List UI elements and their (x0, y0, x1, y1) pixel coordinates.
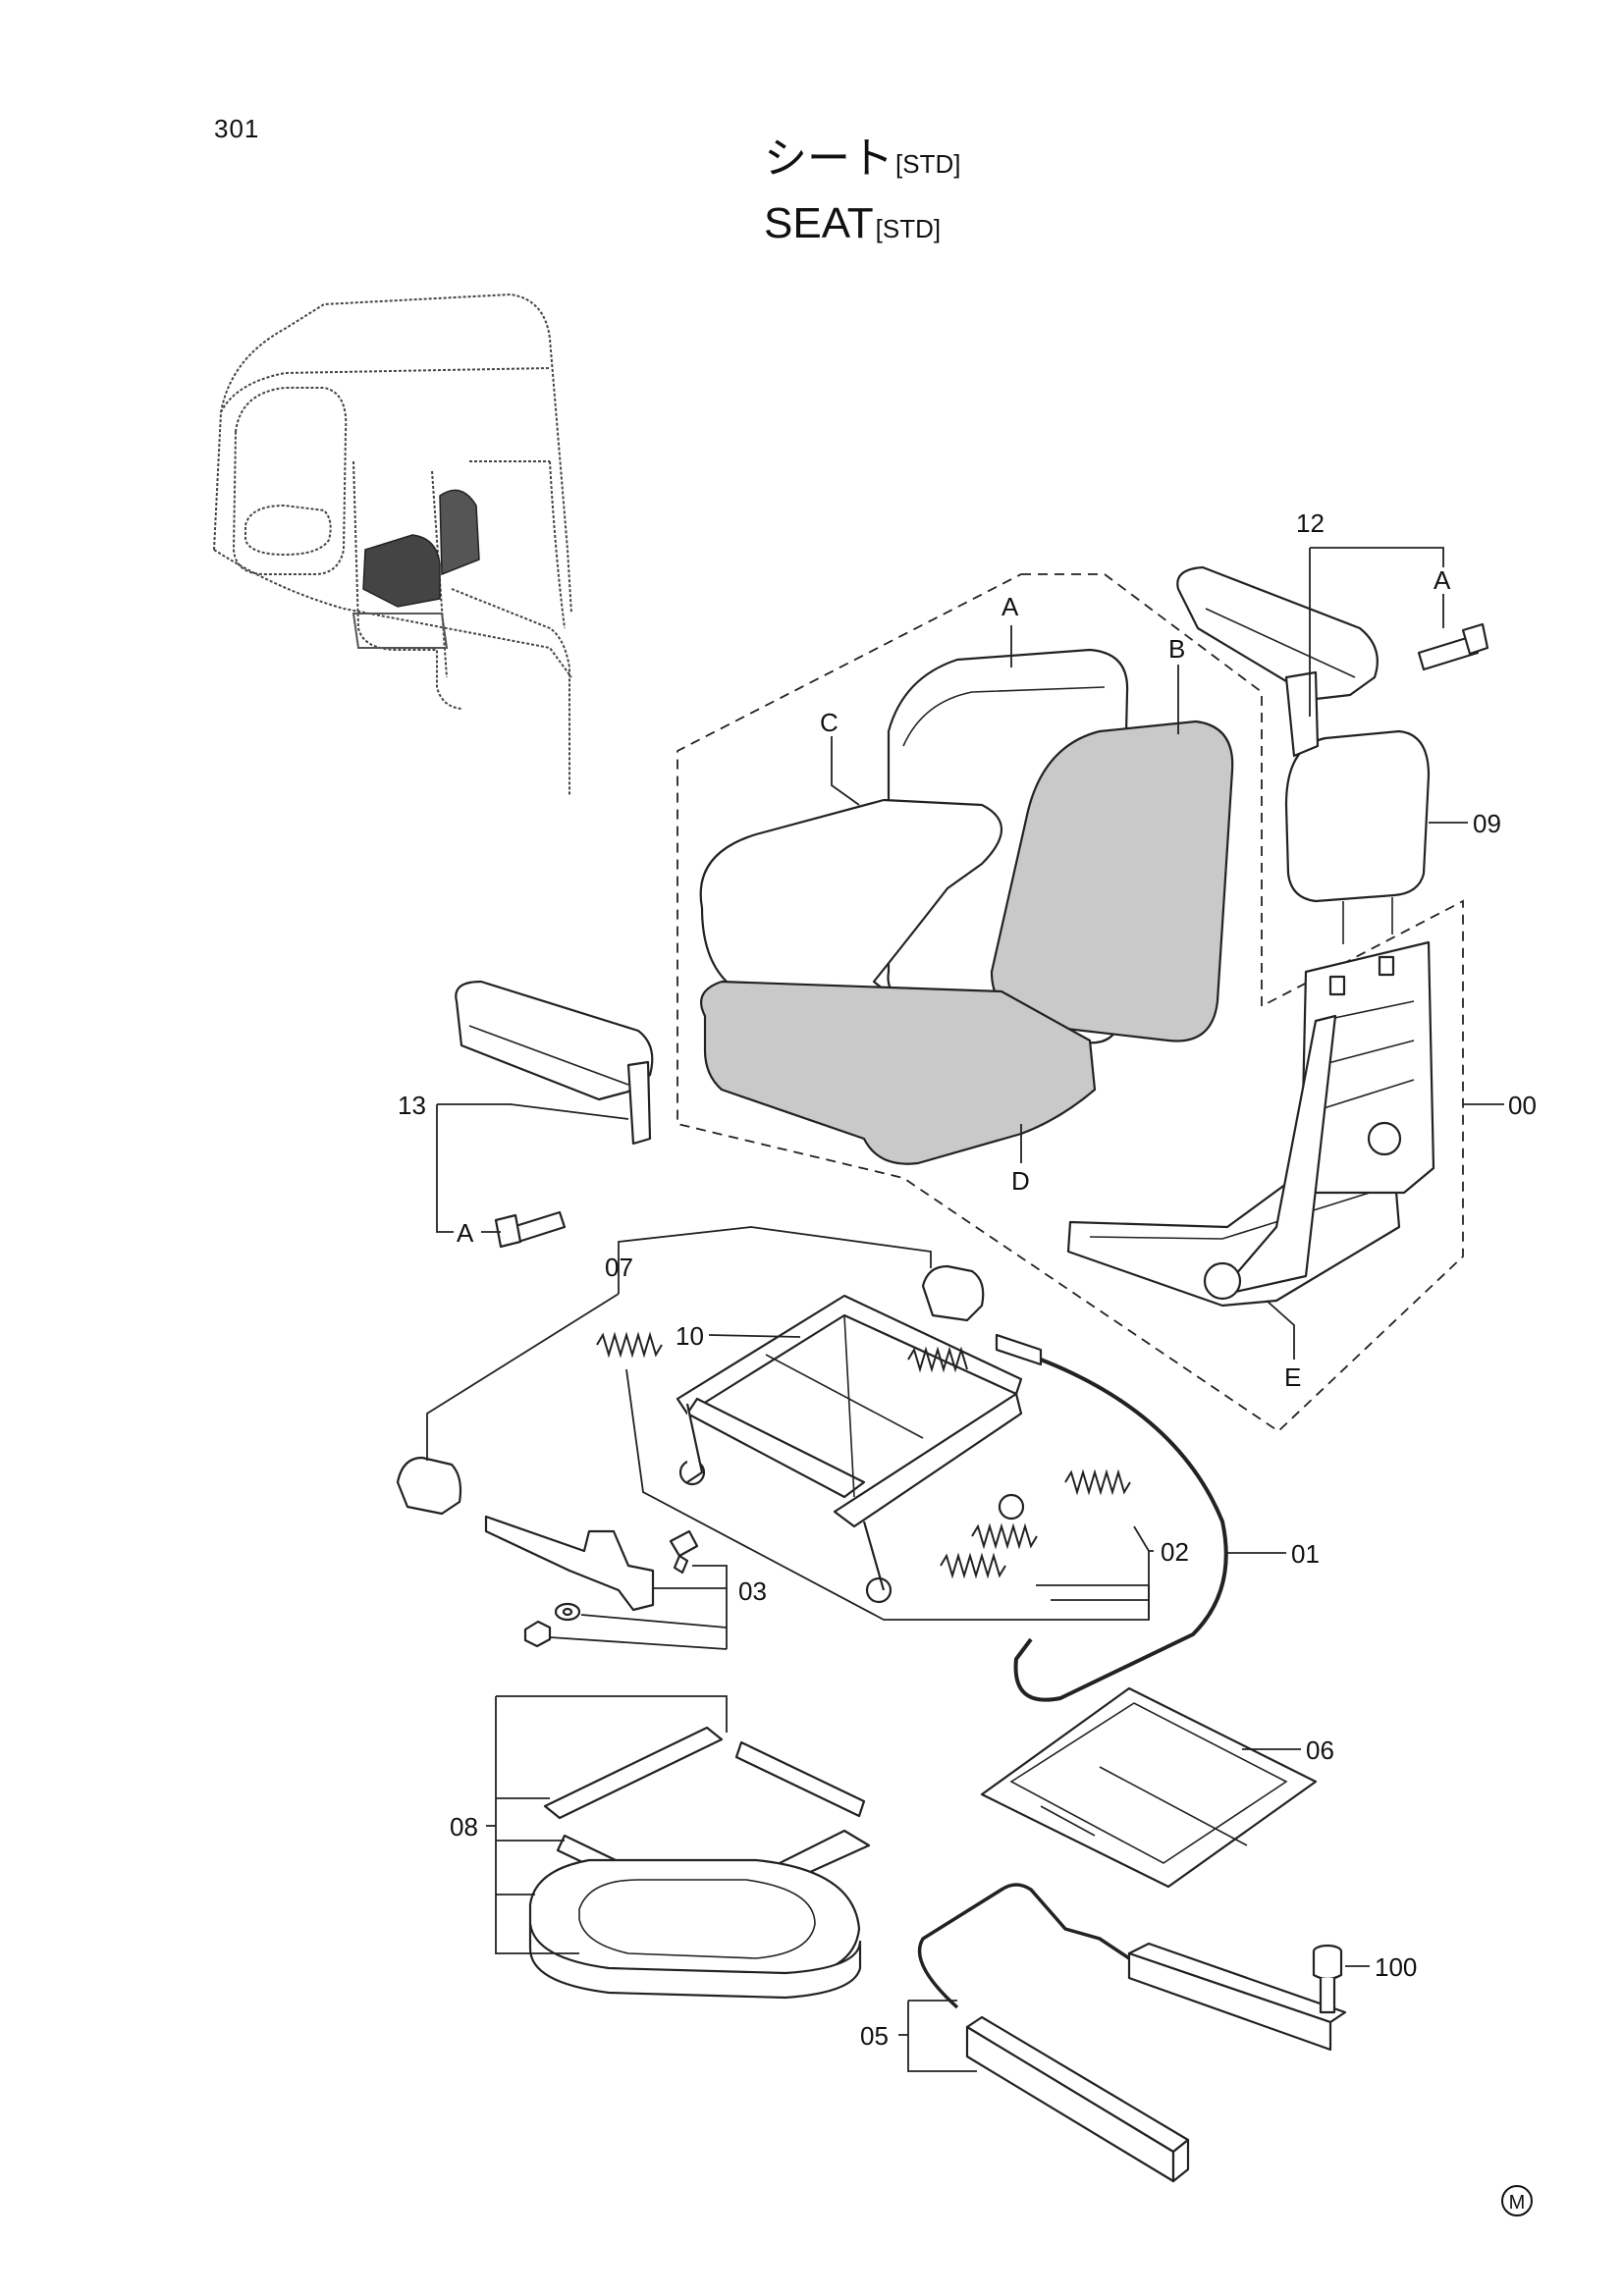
mounting-plates-and-boot (528, 1726, 871, 2000)
bumper-upper (921, 1264, 985, 1322)
title-english: SEAT[STD] (764, 202, 941, 245)
title-japanese-tag: [STD] (895, 149, 961, 179)
callout-01: 01 (1291, 1539, 1320, 1569)
mark-letter: M (1509, 2192, 1526, 2214)
cushion-letter-b: B (1168, 634, 1185, 664)
armrest-right (1176, 565, 1379, 758)
callout-06: 06 (1306, 1735, 1334, 1765)
slide-plate (980, 1686, 1318, 1889)
slide-lever (917, 1883, 1130, 2009)
cushion-letter-d: D (1011, 1166, 1030, 1196)
armrest-left (455, 980, 654, 1146)
callout-07: 07 (605, 1253, 633, 1282)
seat-frame-e (1066, 940, 1435, 1308)
callout-100: 100 (1375, 1952, 1417, 1982)
bracket-with-bolt (484, 1515, 655, 1612)
callout-08: 08 (450, 1812, 478, 1842)
headrest (1284, 729, 1431, 944)
callout-09: 09 (1473, 809, 1501, 838)
callout-labels: 12 A 09 00 13 A 07 10 02 01 03 06 08 100… (398, 508, 1537, 2051)
callout-00: 00 (1508, 1091, 1537, 1120)
bumper-lower (396, 1456, 462, 1516)
callout-10: 10 (676, 1321, 704, 1351)
release-cable (995, 1333, 1228, 1702)
springs (596, 1331, 1131, 1579)
nut (523, 1620, 552, 1648)
cab-location-sketch (213, 293, 572, 795)
circled-m-mark: M (1501, 2185, 1533, 2216)
bolt-a-left (494, 1210, 567, 1249)
cushion-letter-a: A (1001, 592, 1019, 621)
suspension-frame (676, 1294, 1025, 1604)
bolt-a-top (1417, 622, 1489, 671)
title-english-tag: [STD] (875, 214, 942, 243)
callout-a-top: A (1434, 565, 1451, 595)
slide-rail-right (1127, 1942, 1347, 2052)
leader-lines (426, 547, 1504, 2072)
small-bolt (669, 1529, 699, 1575)
cushion-letter-e: E (1284, 1362, 1301, 1392)
page-number: 301 (214, 114, 260, 143)
assembly-boundary (676, 573, 1464, 1433)
cushion-letter-c: C (820, 708, 839, 737)
callout-13: 13 (398, 1091, 426, 1120)
callout-02: 02 (1161, 1537, 1189, 1567)
title-english-text: SEAT (764, 199, 874, 247)
callout-12: 12 (1296, 508, 1325, 538)
callout-a-left: A (457, 1218, 474, 1248)
socket-bolt (1312, 1944, 1343, 2014)
title-japanese: シート[STD] (764, 137, 960, 181)
slide-rail-left (965, 2015, 1190, 2183)
washer (554, 1602, 581, 1622)
cab-seat-silhouette (352, 489, 480, 649)
title-japanese-text: シート (764, 134, 893, 183)
callout-03: 03 (738, 1576, 767, 1606)
callout-05: 05 (860, 2021, 889, 2051)
